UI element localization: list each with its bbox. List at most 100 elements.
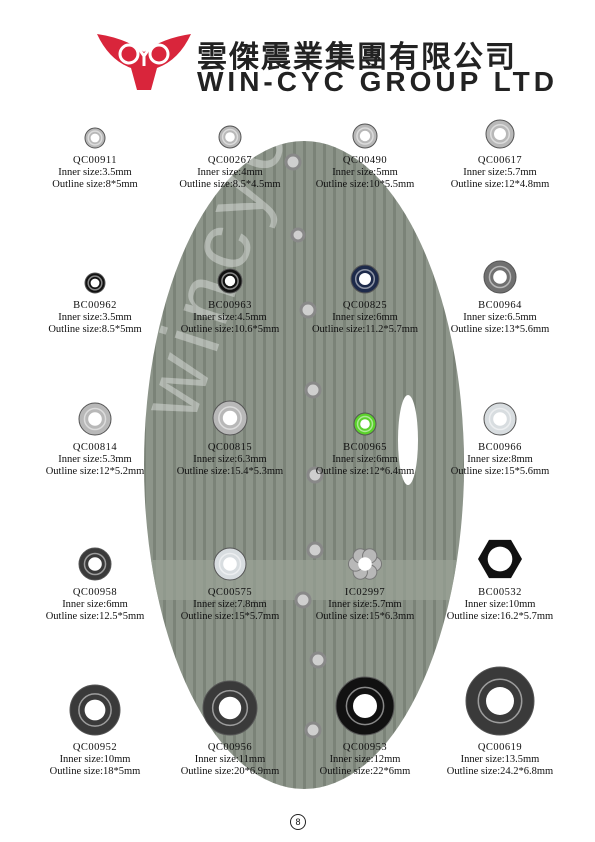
product-outline-size: Outline size:8*5mm: [52, 179, 138, 190]
product-code: BC00962: [73, 300, 117, 311]
grommet-icon: [350, 264, 380, 294]
product-inner-size: Inner size:12mm: [329, 754, 401, 765]
product-code: QC00953: [342, 742, 388, 753]
grommet-icon: [465, 666, 535, 736]
product-code: QC00911: [73, 155, 117, 166]
product-inner-size: Inner size:10mm: [59, 754, 131, 765]
product-outline-size: Outline size:15*5.7mm: [180, 611, 280, 622]
product-outline-size: Outline size:12*4.8mm: [450, 179, 550, 190]
product-inner-size: Inner size:5.7mm: [463, 167, 537, 178]
product-inner-size: Inner size:4.5mm: [193, 312, 267, 323]
product-code: QC00952: [72, 742, 118, 753]
product-outline-size: Outline size:12*6.4mm: [315, 466, 415, 477]
product-outline-size: Outline size:24.2*6.8mm: [446, 766, 554, 777]
product-code: BC00532: [478, 587, 522, 598]
product-code: QC00490: [342, 155, 388, 166]
product-outline-size: Outline size:18*5mm: [49, 766, 141, 777]
grommet-icon: [202, 680, 258, 736]
product-inner-size: Inner size:6mm: [62, 599, 128, 610]
product-outline-size: Outline size:8.5*5mm: [48, 324, 142, 335]
grommet-icon: [69, 684, 121, 736]
grommet-icon: [78, 547, 112, 581]
product-inner-size: Inner size:4mm: [197, 167, 263, 178]
product-inner-size: Inner size:5mm: [332, 167, 398, 178]
product-code: BC00963: [208, 300, 252, 311]
cyc-logo: [97, 34, 191, 90]
product-outline-size: Outline size:12.5*5mm: [45, 611, 145, 622]
product-outline-size: Outline size:15*6.3mm: [315, 611, 415, 622]
grommet-icon: [213, 547, 247, 581]
product-inner-size: Inner size:8mm: [467, 454, 533, 465]
product-inner-size: Inner size:6mm: [332, 454, 398, 465]
company-name-chinese: 雲傑震業集團有限公司: [197, 40, 517, 75]
page-number: 8: [290, 814, 306, 830]
product-code: QC00958: [72, 587, 118, 598]
product-outline-size: Outline size:13*5.6mm: [450, 324, 550, 335]
product-inner-size: Inner size:10mm: [464, 599, 536, 610]
grommet-icon: [84, 272, 106, 294]
product-inner-size: Inner size:3.5mm: [58, 312, 132, 323]
product-outline-size: Outline size:11.2*5.7mm: [311, 324, 419, 335]
grommet-icon: [212, 400, 248, 436]
product-inner-size: Inner size:3.5mm: [58, 167, 132, 178]
product-outline-size: Outline size:10.6*5mm: [180, 324, 280, 335]
sweater-photo: [144, 141, 464, 789]
product-inner-size: Inner size:6.3mm: [193, 454, 267, 465]
grommet-icon: [483, 402, 517, 436]
product-outline-size: Outline size:15.4*5.3mm: [176, 466, 284, 477]
product-code: QC00619: [477, 742, 523, 753]
product-inner-size: Inner size:6.5mm: [463, 312, 537, 323]
grommet-icon: [78, 402, 112, 436]
product-code: BC00964: [478, 300, 522, 311]
product-outline-size: Outline size:12*5.2mm: [45, 466, 145, 477]
grommet-icon: [335, 676, 395, 736]
product-inner-size: Inner size:13.5mm: [460, 754, 540, 765]
grommet-icon: [84, 127, 106, 149]
product-inner-size: Inner size:6mm: [332, 312, 398, 323]
header: 雲傑震業集團有限公司 WIN-CYC GROUP LTD: [95, 30, 554, 100]
product-outline-size: Outline size:16.2*5.7mm: [446, 611, 554, 622]
product-code: QC00617: [477, 155, 523, 166]
product-inner-size: Inner size:5.7mm: [328, 599, 402, 610]
grommet-icon: [352, 123, 378, 149]
grommet-icon: [483, 260, 517, 294]
product-code: IC02997: [344, 587, 386, 598]
product-inner-size: Inner size:5.3mm: [58, 454, 132, 465]
product-code: QC00814: [72, 442, 118, 453]
grommet-icon: [217, 268, 243, 294]
product-inner-size: Inner size:11mm: [194, 754, 266, 765]
grommet-icon: [485, 119, 515, 149]
product-code: BC00966: [478, 442, 522, 453]
product-outline-size: Outline size:15*5.6mm: [450, 466, 550, 477]
product-code: QC00815: [207, 442, 253, 453]
product-outline-size: Outline size:20*6.9mm: [180, 766, 280, 777]
product-outline-size: Outline size:8.5*4.5mm: [179, 179, 281, 190]
product-code: QC00267: [207, 155, 253, 166]
product-outline-size: Outline size:22*6mm: [319, 766, 411, 777]
product-outline-size: Outline size:10*5.5mm: [315, 179, 415, 190]
product-code: QC00575: [207, 587, 253, 598]
product-inner-size: Inner size:7.8mm: [193, 599, 267, 610]
grommet-icon: [353, 412, 377, 436]
grommet-icon: [478, 539, 522, 579]
product-code: QC00825: [342, 300, 388, 311]
